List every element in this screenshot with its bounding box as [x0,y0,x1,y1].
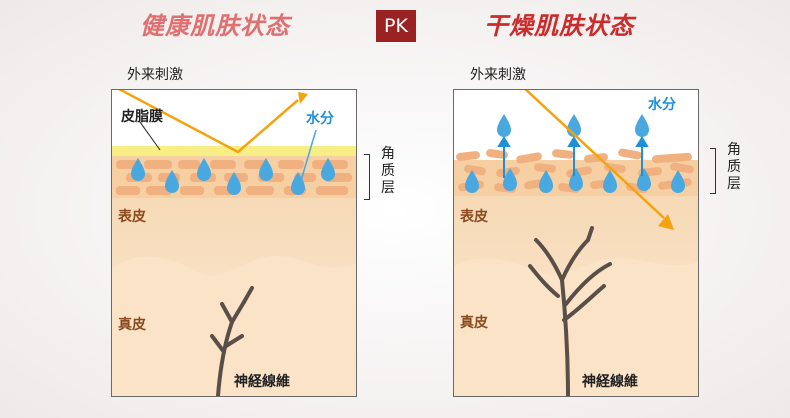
healthy-dermis-label: 真皮 [118,317,146,333]
healthy-external-stimulus-label: 外来刺激 [127,67,183,83]
pk-badge: PK [376,10,416,42]
healthy-water-label: 水分 [306,111,334,127]
sebum-film-label: 皮脂膜 [121,109,163,125]
healthy-stratum-corneum-label: 角 质 层 [381,146,395,196]
dry-dermis-layer [454,257,698,396]
dermis-layer [112,255,356,396]
dry-water-drops [465,114,685,193]
healthy-stratum-bracket [364,154,370,200]
dry-skin-panel [453,89,699,397]
dry-external-stimulus-label: 外来刺激 [470,67,526,83]
dry-skin-title: 干燥肌肤状态 [484,12,634,40]
dry-stratum-bracket [710,148,716,194]
dry-nerve-fiber [528,226,612,396]
healthy-skin-panel [111,89,357,397]
dry-dermis-label: 真皮 [460,315,488,331]
penetrating-stimulus-arrow [524,90,665,219]
dry-nerve-label: 神経線維 [582,374,638,390]
reflected-stimulus-arrow [118,90,299,154]
dry-epidermis-label: 表皮 [460,209,488,225]
healthy-skin-title: 健康肌肤状态 [140,12,290,40]
nerve-fiber [210,286,254,396]
healthy-epidermis-label: 表皮 [118,209,146,225]
water-drops [131,158,335,195]
dry-water-label: 水分 [648,97,676,113]
healthy-nerve-label: 神経線維 [234,374,290,390]
water-escape-arrows [497,136,649,178]
dry-stratum-corneum-label: 角 质 层 [727,142,741,192]
